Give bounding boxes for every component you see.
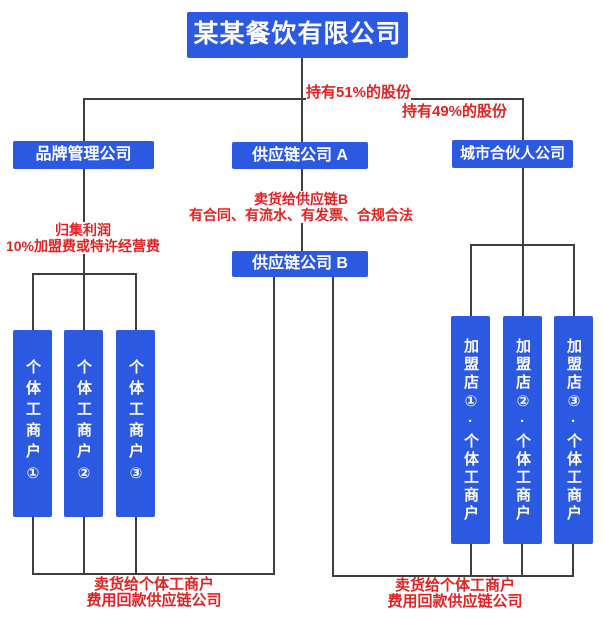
node-right-store-2: 加盟店②·个体工商户: [503, 316, 542, 544]
connector-right-store1-down: [470, 544, 472, 577]
node-left-merchant-1: 个体工商户①: [13, 330, 52, 517]
node-left-merchant-3-label: 个体工商户③: [127, 359, 144, 488]
connector-right-store2-down: [521, 544, 523, 577]
node-left-merchant-1-label: 个体工商户①: [24, 359, 41, 488]
connector-supply-b-right-down: [332, 277, 334, 577]
connector-right-store3-down: [572, 544, 574, 577]
label-bottom-right-line2: 费用回款供应链公司: [387, 593, 523, 610]
node-right-store-3: 加盟店③·个体工商户: [554, 316, 593, 544]
connector-brand-drop: [83, 98, 85, 141]
label-bottom-left: 卖货给个体工商户 费用回款供应链公司: [53, 577, 255, 609]
node-right-store-1: 加盟店①·个体工商户: [451, 316, 490, 544]
label-supply-sale-line1: 卖货给供应链B: [253, 191, 349, 207]
connector-left-merchant1-down: [32, 517, 34, 575]
connector-right-store2-drop: [522, 244, 524, 316]
node-supply-chain-b: 供应链公司 B: [232, 251, 368, 277]
label-bottom-left-line2: 费用回款供应链公司: [86, 592, 222, 609]
label-brand-fees-line2: 10%加盟费或特许经营费: [5, 238, 161, 254]
label-bottom-right: 卖货给个体工商户 费用回款供应链公司: [354, 578, 556, 610]
label-bottom-left-line1: 卖货给个体工商户: [93, 576, 214, 593]
connector-top-horizontal: [83, 98, 523, 100]
connector-brand-down: [83, 169, 85, 273]
connector-left-merchant2-down: [83, 517, 85, 575]
node-supply-chain-a: 供应链公司 A: [232, 142, 368, 169]
label-brand-fees-line1: 归集利润: [55, 222, 111, 238]
connector-right-store3-drop: [573, 244, 575, 316]
label-share-51: 持有51%的股份: [306, 81, 412, 102]
connector-supply-b-left-down: [273, 277, 275, 575]
label-supply-sale: 卖货给供应链B 有合同、有流水、有发票、合规合法: [180, 191, 422, 223]
node-right-store-3-label: 加盟店③·个体工商户: [565, 337, 582, 523]
connector-left-merchant3-down: [135, 517, 137, 575]
node-left-merchant-2: 个体工商户②: [64, 330, 103, 517]
node-left-merchant-2-label: 个体工商户②: [75, 359, 92, 488]
node-right-store-1-label: 加盟店①·个体工商户: [462, 337, 479, 523]
connector-parent-down: [301, 58, 303, 142]
connector-right-store1-drop: [470, 244, 472, 316]
connector-city-down: [522, 168, 524, 246]
label-brand-fees: 归集利润 10%加盟费或特许经营费: [0, 222, 168, 254]
connector-left-merchant1-drop: [32, 273, 34, 330]
node-parent-company: 某某餐饮有限公司: [187, 12, 408, 58]
connector-left-merchant2-drop: [83, 273, 85, 330]
connector-city-drop: [522, 98, 524, 140]
node-right-store-2-label: 加盟店②·个体工商户: [514, 337, 531, 523]
label-share-49: 持有49%的股份: [402, 100, 508, 121]
connector-left-merchant3-drop: [135, 273, 137, 330]
node-left-merchant-3: 个体工商户③: [116, 330, 155, 517]
connector-right-bottom-horizontal: [332, 575, 574, 577]
label-bottom-right-line1: 卖货给个体工商户: [394, 577, 515, 594]
node-city-partner: 城市合伙人公司: [452, 140, 573, 168]
label-supply-sale-line2: 有合同、有流水、有发票、合规合法: [189, 207, 413, 223]
node-brand-company: 品牌管理公司: [13, 141, 154, 169]
connector-left-bottom-horizontal: [32, 573, 275, 575]
